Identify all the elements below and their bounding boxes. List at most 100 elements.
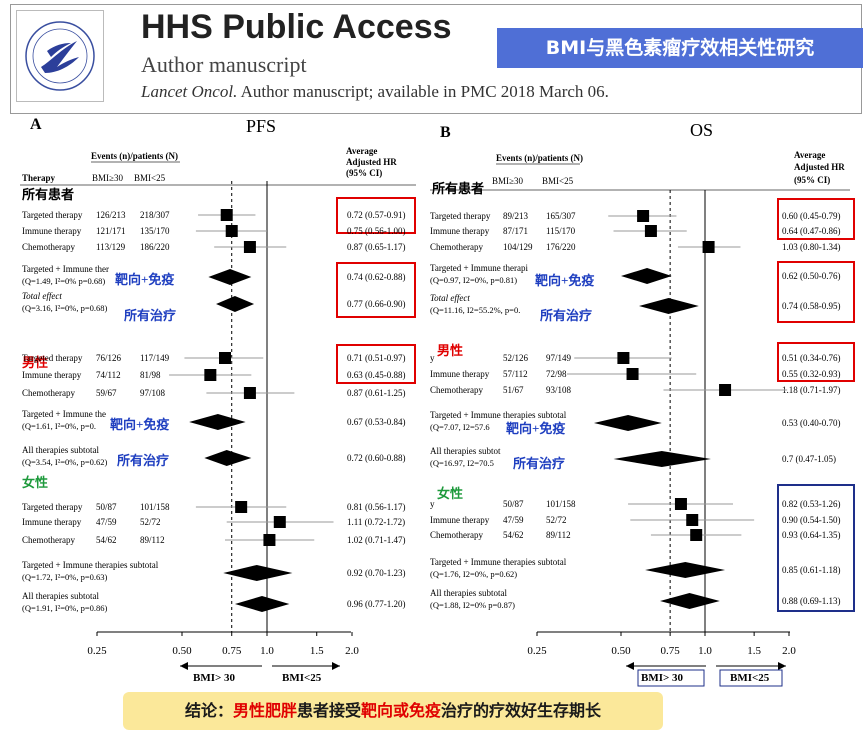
a-row-label: All therapies subtotal xyxy=(22,445,99,455)
conclusion-therapy: 靶向或免疫 xyxy=(361,701,442,720)
a-row-label: Chemotherapy xyxy=(22,388,75,398)
a-row-ci: 1.02 (0.71-1.47) xyxy=(347,535,406,545)
a-row-label: Targeted therapy xyxy=(22,502,83,512)
b-tick-label: 0.50 xyxy=(611,645,631,657)
a-row-events-bmi-low: 89/112 xyxy=(140,535,165,545)
a-tick-label: 1.0 xyxy=(260,645,274,657)
a-label-all-1: 所有治疗 xyxy=(124,308,176,323)
a-row-ci: 0.87 (0.61-1.25) xyxy=(347,388,406,398)
a-row-ci: 0.71 (0.51-0.97) xyxy=(347,353,406,363)
a-row-label: Total effect xyxy=(22,291,62,301)
a-row-events-bmi-low: 97/108 xyxy=(140,388,166,398)
a-bmi-high-header: BMI≥30 xyxy=(92,173,123,183)
a-row-events-bmi-low: 52/72 xyxy=(140,517,161,527)
b-row-label: Immune therapy xyxy=(430,515,490,525)
a-hr-diamond xyxy=(234,596,290,612)
b-hr-square xyxy=(644,225,657,237)
a-row-ci: 1.11 (0.72-1.72) xyxy=(347,517,405,527)
b-row-label: Targeted therapy xyxy=(430,211,491,221)
b-box-combined xyxy=(777,261,855,323)
conclusion-box: 结论：男性肥胖患者接受靶向或免疫治疗的疗效好生存期长 xyxy=(123,692,663,730)
a-therapy-header: Therapy xyxy=(22,173,56,183)
a-row-label: Targeted therapy xyxy=(22,210,83,220)
a-row-events-bmi-high: 76/126 xyxy=(96,353,122,363)
panel-a-letter: A xyxy=(30,116,42,133)
b-row-ci: 0.64 (0.47-0.86) xyxy=(782,226,841,236)
b-row-ci: 0.82 (0.53-1.26) xyxy=(782,499,841,509)
b-row-ci: 0.74 (0.58-0.95) xyxy=(782,301,841,311)
b-hr-header-1: Average xyxy=(794,150,825,160)
b-row-label: y xyxy=(430,499,435,509)
a-row-stat: (Q=1.49, I²=0% p=0.68) xyxy=(22,276,105,286)
b-hr-square xyxy=(674,498,687,510)
a-hr-square xyxy=(243,387,256,399)
hhs-eagle-logo xyxy=(16,10,104,102)
a-hr-square xyxy=(243,241,256,253)
b-tick-label: 0.25 xyxy=(527,645,547,657)
a-group-female: 女性 xyxy=(22,475,48,490)
a-box-combined xyxy=(336,262,416,318)
a-row-events-bmi-high: 126/213 xyxy=(96,210,126,220)
b-tick-label: 1.5 xyxy=(747,645,761,657)
b-row-events-bmi-low: 115/170 xyxy=(546,226,576,236)
a-legend-right: BMI<25 xyxy=(282,672,322,684)
b-hr-square xyxy=(690,529,703,541)
conclusion-prefix: 结论： xyxy=(184,701,233,720)
a-hr-diamond xyxy=(223,565,293,581)
a-row-events-bmi-low: 101/158 xyxy=(140,502,170,512)
b-hr-diamond xyxy=(645,562,726,578)
a-row-ci: 0.92 (0.70-1.23) xyxy=(347,568,406,578)
a-row-label: Targeted + Immune ther xyxy=(22,264,109,274)
a-row-events-bmi-high: 121/171 xyxy=(96,226,126,236)
b-label-ti-2: 靶向+免疫 xyxy=(506,421,565,436)
b-row-ci: 0.85 (0.61-1.18) xyxy=(782,565,841,575)
a-row-ci: 0.67 (0.53-0.84) xyxy=(347,417,406,427)
a-row-ci: 0.74 (0.62-0.88) xyxy=(347,272,406,282)
b-row-ci: 0.51 (0.34-0.76) xyxy=(782,353,841,363)
b-label-all-2: 所有治疗 xyxy=(513,456,565,471)
a-row-label: Targeted + Immune the xyxy=(22,409,106,419)
b-row-ci: 0.55 (0.32-0.93) xyxy=(782,369,841,379)
b-row-events-bmi-low: 176/220 xyxy=(546,242,576,252)
b-hr-diamond xyxy=(638,298,699,314)
b-hr-diamond xyxy=(593,415,662,431)
b-row-label: y xyxy=(430,353,435,363)
a-row-events-bmi-high: 113/129 xyxy=(96,242,126,252)
a-tick-label: 0.75 xyxy=(222,645,242,657)
b-legend-left: BMI> 30 xyxy=(641,672,684,684)
b-row-events-bmi-high: 104/129 xyxy=(503,242,533,252)
a-group-all: 所有患者 xyxy=(22,187,74,202)
study-banner: BMI与黑色素瘤疗效相关性研究 xyxy=(497,28,863,68)
a-row-label: Immune therapy xyxy=(22,370,82,380)
a-row-stat: (Q=3.16, I²=0%, p=0.68) xyxy=(22,303,108,313)
b-row-stat: (Q=7.07, I2=57.6 xyxy=(430,422,490,432)
a-hr-diamond xyxy=(216,296,255,312)
b-row-ci: 1.18 (0.71-1.97) xyxy=(782,385,841,395)
b-row-stat: (Q=11.16, I2=55.2%, p=0. xyxy=(430,305,520,315)
a-row-stat: (Q=3.54, I²=0%, p=0.62) xyxy=(22,457,108,467)
a-row-events-bmi-high: 54/62 xyxy=(96,535,117,545)
a-hr-square xyxy=(273,516,286,528)
b-row-events-bmi-high: 51/67 xyxy=(503,385,524,395)
b-label-ti-1: 靶向+免疫 xyxy=(535,273,594,288)
b-hr-header-2: Adjusted HR xyxy=(794,162,845,172)
b-legend-box-right xyxy=(719,669,783,687)
author-manuscript-label: Author manuscript xyxy=(141,52,307,77)
b-row-label: Chemotherapy xyxy=(430,530,483,540)
b-hr-square xyxy=(617,352,630,364)
b-legend-right: BMI<25 xyxy=(730,672,770,684)
b-row-stat: (Q=1.76, I2=0%, p=0.62) xyxy=(430,569,517,579)
b-label-all-1: 所有治疗 xyxy=(540,308,592,323)
b-box-all xyxy=(777,198,855,240)
b-row-events-bmi-low: 101/158 xyxy=(546,499,576,509)
b-row-ci: 0.90 (0.54-1.50) xyxy=(782,515,841,525)
b-group-all: 所有患者 xyxy=(432,181,484,196)
conclusion-obese-male: 男性肥胖 xyxy=(232,701,297,720)
b-legend-box-left xyxy=(637,669,705,687)
b-row-events-bmi-high: 57/112 xyxy=(503,369,528,379)
b-row-events-bmi-high: 47/59 xyxy=(503,515,524,525)
b-row-ci: 0.93 (0.64-1.35) xyxy=(782,530,841,540)
b-row-events-bmi-low: 165/307 xyxy=(546,211,576,221)
a-row-stat: (Q=1.61, I²=0%, p=0. xyxy=(22,421,96,431)
a-row-label: Targeted therapy xyxy=(22,353,83,363)
